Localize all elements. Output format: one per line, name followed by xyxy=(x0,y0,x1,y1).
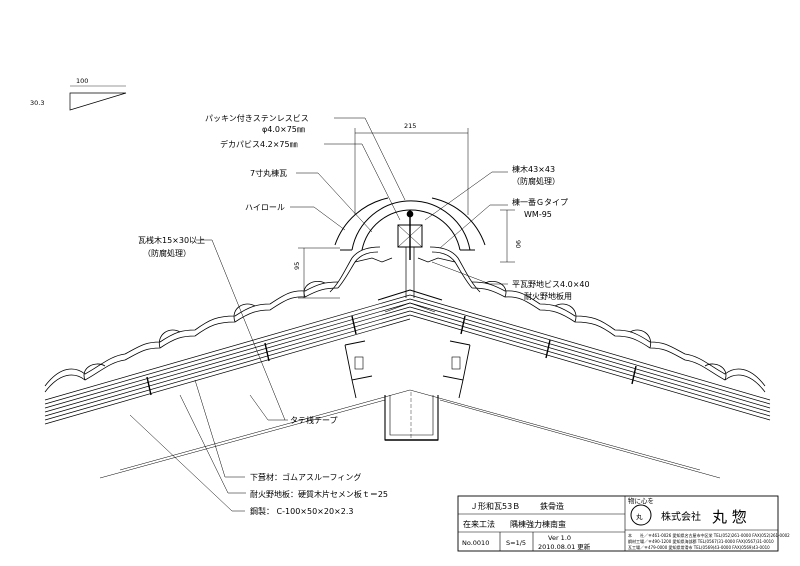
slope-run-text: 100 xyxy=(76,77,88,85)
label-underlay: 下葺材：ゴムアスルーフィング xyxy=(250,472,361,482)
label-deck-screw: デカパビス4.2×75㎜ xyxy=(220,139,298,149)
left-roof-layers xyxy=(44,294,411,425)
label-ridge-metal: 棟一番Ｇタイプ xyxy=(512,197,568,207)
tb-drawing-no: No.0010 xyxy=(462,539,489,547)
dim-ridge-height: 90 xyxy=(514,240,522,248)
ridge-tile xyxy=(334,197,486,251)
slope-rise-text: 30.3 xyxy=(30,99,44,107)
label-ridge-metal-model: WM-95 xyxy=(524,210,552,219)
tb-address-3: 瓦工場／〒479-0000 愛知県常滑市 TEL(0569)43-0000 FA… xyxy=(628,544,770,550)
tb-method: 在来工法 xyxy=(463,519,495,529)
label-ridge-lumber-treat: （防腐処理） xyxy=(512,176,560,186)
ridge-lumber xyxy=(397,210,423,298)
label-tile-batten-treat: （防腐処理） xyxy=(143,248,191,258)
label-tile-batten: 瓦桟木15×30以上 xyxy=(138,235,205,245)
label-ridge-tile: 7寸丸棟瓦 xyxy=(250,168,287,178)
tb-slogan: 物に心を xyxy=(628,496,654,505)
steel-valley-beam xyxy=(384,392,439,441)
label-screw-packing: パッキン付きステンレスビス xyxy=(205,113,309,123)
dim-width: 215 xyxy=(404,122,416,130)
steel-channel-left xyxy=(344,340,386,430)
right-roof-layers xyxy=(409,294,771,421)
tb-structure: 鉄骨造 xyxy=(540,501,564,511)
right-roof-tiles xyxy=(417,246,766,393)
tb-seal: 丸 xyxy=(636,512,643,521)
dim-batten-height: 95 xyxy=(293,262,301,270)
tb-tile-type: Ｊ形和瓦53Ｂ xyxy=(470,502,520,511)
label-flat-screw: 平瓦野地ビス4.0×40 xyxy=(512,279,590,289)
label-screw-packing-size: φ4.0×75㎜ xyxy=(262,125,305,134)
label-counter-batten: タテ桟テープ xyxy=(290,415,338,425)
left-roof-tiles xyxy=(44,246,393,393)
tb-company: 株式会社 xyxy=(661,510,701,523)
tb-detail: 隅棟強力棟南蛮 xyxy=(510,519,566,529)
title-block xyxy=(457,495,779,552)
tb-date: 2010.08.01 更新 xyxy=(538,542,591,551)
label-ridge-lumber: 棟木43×43 xyxy=(512,164,555,174)
tb-scale: S=1/5 xyxy=(506,539,526,547)
slope-triangle xyxy=(69,92,127,111)
label-sheathing: 耐火野地板：硬質木片セメン板ｔ＝25 xyxy=(250,489,388,499)
label-steel: 鋼製： C-100×50×20×2.3 xyxy=(250,506,353,516)
tb-company-name: 丸 惣 xyxy=(712,508,747,526)
steel-channel-right xyxy=(442,340,471,399)
tb-address-1: 本 社／〒461-0026 愛知県名古屋市中区栄 TEL(052)261-000… xyxy=(628,532,790,538)
tb-address-2: 鋼材工場／〒490-1200 愛知県海部郡 TEL(0567)31-0000 F… xyxy=(628,538,774,544)
tb-version: Ver 1.0 xyxy=(548,534,571,542)
label-flat-screw-use: 耐火野地板用 xyxy=(524,291,572,301)
label-high-roll: ハイロール xyxy=(245,203,285,212)
